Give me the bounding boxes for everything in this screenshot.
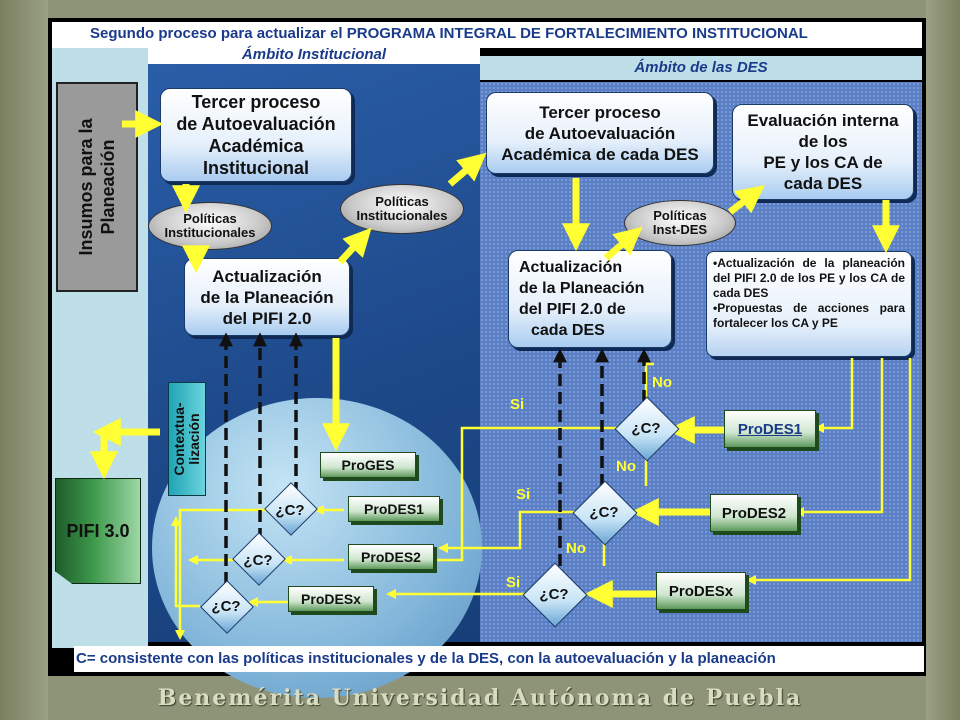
- prodes1-label: ProDES1: [364, 501, 424, 517]
- line-c2-si: [438, 510, 580, 553]
- si-label-1: Si: [510, 396, 525, 413]
- ambito-des-header: Ámbito de las DES: [480, 56, 922, 80]
- politicas-institucionales-ellipse-2: Políticas Institucionales: [340, 184, 464, 234]
- line-no-1: [644, 362, 654, 404]
- politicas-label: Políticas Institucionales: [356, 194, 448, 223]
- inst-autoevaluacion-box: Tercer proceso de Autoevaluación Académi…: [160, 88, 352, 182]
- prodesx-label: ProDESx: [301, 591, 361, 607]
- prodes2-des-tag: ProDES2: [710, 494, 798, 532]
- background-right: [926, 0, 960, 720]
- no-label-2: No: [616, 458, 636, 475]
- pifi3-box: PIFI 3.0: [55, 478, 141, 584]
- acciones-item: •Actualización de la planeación del PIFI…: [713, 256, 905, 300]
- progres-label: ProGES: [341, 457, 395, 473]
- contextualizacion-box: Contextua- lización: [168, 382, 206, 496]
- inst-auto-line: de Autoevaluación: [176, 114, 336, 134]
- check-label: ¿C?: [275, 502, 305, 519]
- inst-auto-line: Académica: [208, 136, 304, 156]
- politicas-label: Políticas Institucionales: [164, 211, 256, 240]
- inst-act-line: del PIFI 2.0: [222, 308, 312, 328]
- prodesx-inst-tag: ProDESx: [288, 586, 374, 612]
- background-left: [0, 0, 48, 720]
- no-label-3: No: [566, 540, 586, 557]
- inst-act-line: de la Planeación: [200, 287, 334, 307]
- prodes2-label: ProDES2: [721, 504, 787, 522]
- no-label-1: No: [652, 374, 672, 391]
- acciones-item-text: Propuestas de acciones para fortalecer l…: [713, 301, 905, 330]
- prodesx-label: ProDESx: [668, 582, 734, 600]
- progres-tag: ProGES: [320, 452, 416, 478]
- si-label-2: Si: [516, 486, 531, 503]
- inst-actualizacion-box: Actualización de la Planeación del PIFI …: [184, 258, 350, 336]
- line-c-left-3: [171, 516, 200, 608]
- ambito-institucional-header: Ámbito Institucional: [148, 47, 480, 64]
- inst-act-line: Actualización: [212, 266, 322, 286]
- prodes1-des-tag: ProDES1: [724, 410, 816, 448]
- title-bar: [52, 22, 922, 48]
- footer-university: Benemérita Universidad Autónoma de Puebl…: [157, 685, 803, 711]
- politicas-inst-des-ellipse: Políticas Inst-DES: [624, 200, 736, 246]
- eval-line: PE y los CA de: [763, 153, 883, 172]
- prodes2-inst-tag: ProDES2: [348, 544, 434, 570]
- eval-line: cada DES: [783, 174, 863, 193]
- check-label: ¿C?: [243, 552, 273, 569]
- des-auto-line: de Autoevaluación: [524, 123, 676, 143]
- des-autoevaluacion-box: Tercer proceso de Autoevaluación Académi…: [486, 92, 714, 174]
- acciones-item: •Propuestas de acciones para fortalecer …: [713, 301, 905, 330]
- des-act-line: cada DES: [531, 322, 605, 339]
- si-label-3: Si: [506, 574, 521, 591]
- line-bullets-prodes1: [814, 358, 854, 433]
- des-act-line: Actualización: [519, 259, 623, 276]
- acciones-list: •Actualización de la planeación del PIFI…: [706, 251, 912, 357]
- insumos-box: Insumos para la Planeación: [56, 82, 138, 292]
- prodes2-label: ProDES2: [361, 549, 421, 565]
- des-auto-line: Académica de cada DES: [501, 144, 699, 164]
- check-label: ¿C?: [589, 504, 619, 521]
- eval-line: Evaluación interna: [747, 111, 899, 130]
- check-label: ¿C?: [211, 598, 241, 615]
- line-bullets-prodesx: [746, 358, 912, 585]
- prodes1-label: ProDES1: [737, 420, 803, 438]
- check-label: ¿C?: [539, 586, 569, 603]
- arrow-act-up: [337, 227, 372, 265]
- inst-auto-line: Tercer proceso: [191, 92, 321, 112]
- des-actualizacion-box: Actualización de la Planeación del PIFI …: [508, 250, 672, 348]
- thick-arrows: [90, 110, 900, 608]
- inst-auto-line: Institucional: [202, 158, 309, 178]
- prodesx-des-tag: ProDESx: [656, 572, 746, 610]
- arrow-pol-eval: [727, 185, 765, 215]
- evaluacion-interna-box: Evaluación interna de los PE y los CA de…: [732, 104, 914, 200]
- eval-line: de los: [798, 132, 848, 151]
- des-act-line: de la Planeación: [519, 280, 645, 297]
- des-auto-line: Tercer proceso: [539, 102, 661, 122]
- dashed-arrows: [219, 332, 651, 584]
- arrow-pol-des: [447, 152, 487, 187]
- prodes1-inst-tag: ProDES1: [348, 496, 440, 522]
- line-c-left-1: [175, 508, 266, 640]
- legend-text: C= consistente con las políticas institu…: [74, 646, 924, 672]
- line-c1-si: [410, 426, 622, 565]
- arrow-act-pol: [603, 226, 643, 261]
- pifi3-label: PIFI 3.0: [66, 520, 130, 541]
- diagram-title: Segundo proceso para actualizar el PROGR…: [90, 25, 808, 42]
- politicas-des-label: Políticas Inst-DES: [652, 208, 708, 237]
- des-act-line: del PIFI 2.0 de: [519, 301, 626, 318]
- line-bullets-prodes2: [794, 358, 884, 517]
- politicas-institucionales-ellipse-1: Políticas Institucionales: [148, 202, 272, 250]
- acciones-item-text: Actualización de la planeación del PIFI …: [713, 256, 905, 300]
- check-label: ¿C?: [631, 420, 661, 437]
